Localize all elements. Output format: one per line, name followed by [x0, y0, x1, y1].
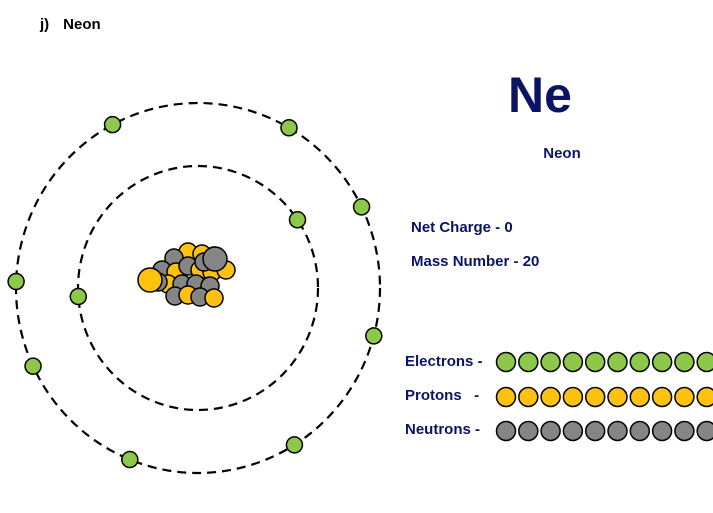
- legend-neutron: [629, 420, 651, 442]
- legend-proton: [495, 386, 517, 408]
- legend-electron: [495, 351, 517, 373]
- legend-electron: [518, 351, 539, 373]
- electron: [69, 287, 88, 306]
- nucleus-neutron: [202, 246, 228, 272]
- nucleus-proton: [204, 288, 224, 308]
- legend-neutron: [607, 420, 628, 442]
- legend-neutron: [674, 420, 695, 442]
- legend-proton: [518, 386, 539, 408]
- legend-neutron: [651, 420, 673, 442]
- heading-name: Neon: [63, 16, 101, 33]
- slide-heading: j) Neon: [40, 16, 101, 33]
- electron: [352, 198, 371, 216]
- legend-electron: [674, 351, 695, 373]
- legend-electron: [607, 351, 628, 373]
- legend-neutron: [518, 420, 539, 442]
- legend-neutron: [584, 420, 606, 442]
- legend-neutron: [495, 420, 517, 442]
- legend-proton: [607, 386, 628, 408]
- neutrons-legend-label: Neutrons -: [405, 421, 480, 438]
- electron: [280, 119, 298, 137]
- legend-neutron: [696, 420, 713, 442]
- shell-electrons: [7, 115, 383, 469]
- mass-number-text: Mass Number - 20: [411, 253, 540, 270]
- electron: [103, 115, 122, 134]
- electron: [24, 357, 42, 375]
- nucleus: [137, 242, 236, 308]
- legend-proton: [562, 386, 584, 408]
- legend-electron: [584, 351, 606, 373]
- element-symbol: Ne: [508, 67, 572, 123]
- legend-proton: [584, 386, 606, 408]
- electron: [285, 436, 304, 454]
- electron: [288, 211, 307, 229]
- legend-proton: [674, 386, 695, 408]
- protons-legend-label: Protons -: [405, 387, 480, 404]
- legend-neutron: [540, 420, 561, 442]
- particle-legend: [495, 351, 713, 442]
- heading-label: j): [40, 16, 50, 33]
- legend-proton: [629, 386, 651, 408]
- nucleus-proton: [137, 267, 163, 293]
- electron: [365, 327, 383, 345]
- electron: [7, 272, 25, 291]
- electron: [121, 450, 139, 469]
- legend-neutron: [562, 420, 584, 442]
- net-charge-text: Net Charge - 0: [411, 219, 513, 236]
- electrons-legend-label: Electrons -: [405, 353, 483, 370]
- legend-electron: [651, 351, 673, 373]
- legend-electron: [696, 351, 713, 373]
- legend-electron: [629, 351, 651, 373]
- legend-proton: [540, 386, 561, 408]
- element-name: Neon: [543, 145, 581, 162]
- legend-electron: [562, 351, 584, 373]
- legend-electron: [540, 351, 561, 373]
- legend-proton: [696, 386, 713, 408]
- legend-proton: [651, 386, 673, 408]
